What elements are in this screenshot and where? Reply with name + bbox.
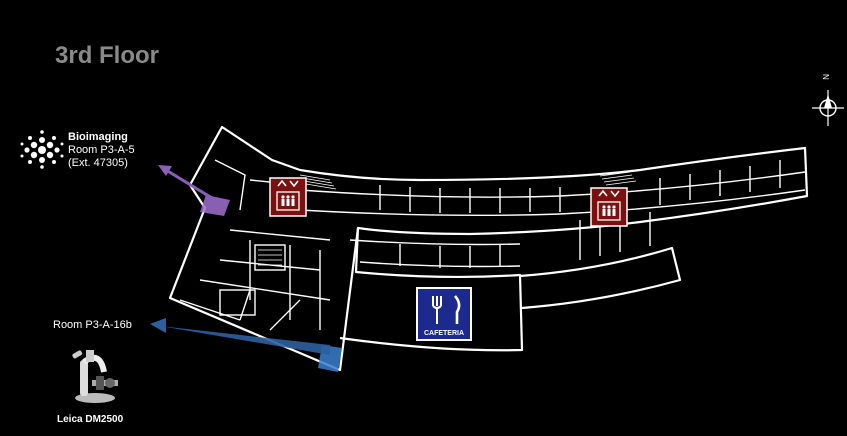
microscope-icon bbox=[72, 350, 118, 403]
bioimaging-ext: (Ext. 47305) bbox=[68, 157, 128, 169]
bioimaging-logo-icon bbox=[20, 130, 64, 169]
floor-title: 3rd Floor bbox=[55, 42, 160, 69]
cafeteria-label: CAFETERIA bbox=[424, 330, 464, 337]
microscope-room-label: Room P3-A-16b bbox=[53, 319, 132, 331]
stairs bbox=[258, 171, 637, 266]
bioimaging-room-highlight[interactable] bbox=[200, 195, 230, 216]
microscope-instrument-label: Leica DM2500 bbox=[57, 414, 124, 425]
elevator-icon[interactable] bbox=[590, 187, 628, 227]
bioimaging-arrow-head bbox=[158, 165, 172, 176]
microscope-arrow-head bbox=[150, 318, 166, 333]
cafeteria-icon[interactable]: CAFETERIA bbox=[416, 287, 472, 341]
bioimaging-label-block: Bioimaging Room P3-A-5 (Ext. 47305) bbox=[68, 131, 135, 170]
compass-north-label: N bbox=[821, 74, 830, 80]
elevator-icon[interactable] bbox=[269, 177, 307, 217]
bioimaging-room: Room P3-A-5 bbox=[68, 144, 135, 156]
compass-icon: N bbox=[812, 74, 844, 126]
bioimaging-arrow bbox=[165, 168, 213, 200]
bioimaging-name: Bioimaging bbox=[68, 131, 128, 143]
microscope-arrow bbox=[160, 326, 330, 355]
building-outline bbox=[168, 125, 809, 372]
